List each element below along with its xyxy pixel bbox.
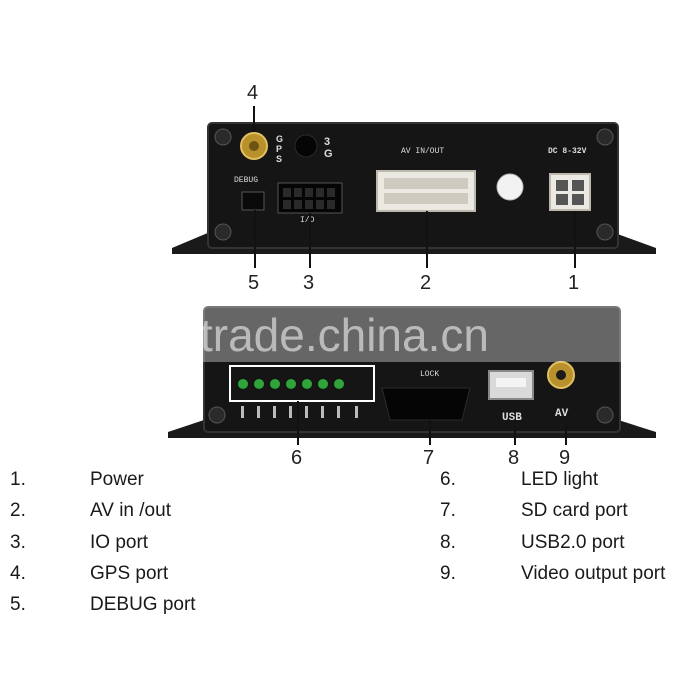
leader-line-4 xyxy=(253,106,255,132)
screw xyxy=(214,223,232,241)
legend-label: LED light xyxy=(521,469,599,490)
callout-1: 1 xyxy=(568,272,580,294)
led-light xyxy=(270,379,280,389)
av-in-out-pins xyxy=(384,178,468,204)
3g-silk-label: 3 G xyxy=(324,136,333,160)
callout-3: 3 xyxy=(303,272,315,294)
legend-item: 5. xyxy=(10,594,26,616)
leader-line-3 xyxy=(309,213,311,268)
3g-port xyxy=(294,134,318,158)
rear-panel xyxy=(168,306,656,438)
legend-item: 4. xyxy=(10,563,26,585)
usb-silk-label: USB xyxy=(502,412,522,424)
legend-label: USB2.0 port xyxy=(521,532,625,553)
led-light xyxy=(334,379,344,389)
callout-5: 5 xyxy=(248,272,260,294)
screw xyxy=(596,128,614,146)
legend-item: 2. xyxy=(10,500,26,522)
leader-line-8 xyxy=(514,426,516,445)
legend-number: 9. xyxy=(440,563,456,584)
callout-8: 8 xyxy=(508,447,520,469)
led-light xyxy=(286,379,296,389)
legend-number: 3. xyxy=(10,532,26,553)
leader-line-5 xyxy=(254,210,256,268)
led-light xyxy=(254,379,264,389)
screw xyxy=(596,406,614,424)
dc-pin xyxy=(572,180,584,191)
callout-7: 7 xyxy=(423,447,435,469)
leader-line-9 xyxy=(565,422,567,445)
watermark: trade.china.cn xyxy=(200,309,489,361)
led-highlight-box xyxy=(229,365,375,402)
legend-number: 4. xyxy=(10,563,26,584)
debug-silk-label: DEBUG xyxy=(234,176,259,185)
legend-label: Power xyxy=(90,469,144,490)
watermark-band xyxy=(196,304,626,362)
legend-item: 7. xyxy=(440,500,456,522)
legend-item: 3. xyxy=(10,532,26,554)
dc-silk-label: DC 8-32V xyxy=(548,147,587,156)
callout-2: 2 xyxy=(420,272,432,294)
av-in-out-port xyxy=(376,170,476,212)
dc-pin xyxy=(556,194,568,205)
screw xyxy=(208,406,226,424)
led-row xyxy=(238,379,344,389)
legend-number: 8. xyxy=(440,532,456,553)
av-output-pin xyxy=(556,370,566,380)
legend-label: AV in /out xyxy=(90,500,171,521)
av-silk-label: AV xyxy=(555,408,569,420)
callout-6: 6 xyxy=(291,447,303,469)
leader-line-7 xyxy=(429,420,431,445)
legend-item: 8. xyxy=(440,532,456,554)
legend-label: SD card port xyxy=(521,500,628,521)
legend-label: IO port xyxy=(90,532,149,553)
legend-item: 9. xyxy=(440,563,456,585)
callout-9: 9 xyxy=(559,447,571,469)
leader-line-6 xyxy=(297,401,299,445)
av-in-out-silk-label: AV IN/OUT xyxy=(401,147,445,156)
label-sticker xyxy=(496,173,524,201)
led-light xyxy=(302,379,312,389)
legend-number: 6. xyxy=(440,469,456,490)
legend-label: GPS port xyxy=(90,563,169,584)
front-panel xyxy=(172,122,656,254)
legend-number: 2. xyxy=(10,500,26,521)
legend-number: 7. xyxy=(440,500,456,521)
leader-line-2 xyxy=(426,211,428,268)
usb-port-tongue xyxy=(496,378,526,387)
led-labels xyxy=(241,406,358,418)
io-silk-label: I/O xyxy=(300,216,315,225)
callout-4: 4 xyxy=(247,82,259,104)
leader-line-1 xyxy=(574,212,576,268)
dc-pin xyxy=(572,194,584,205)
legend-number: 1. xyxy=(10,469,26,490)
legend-label: DEBUG port xyxy=(90,594,196,615)
io-port-pins xyxy=(283,188,335,209)
led-light xyxy=(318,379,328,389)
screw xyxy=(596,223,614,241)
gps-connector-pin xyxy=(249,141,259,151)
legend-number: 5. xyxy=(10,594,26,615)
legend-item: 1. xyxy=(10,469,26,491)
legend-item: 6. xyxy=(440,469,456,491)
debug-port xyxy=(241,191,265,211)
dc-pin xyxy=(556,180,568,191)
gps-silk-label: G P S xyxy=(276,134,284,164)
legend-label: Video output port xyxy=(521,563,666,584)
sd-card-slot xyxy=(381,387,471,421)
led-light xyxy=(238,379,248,389)
screw xyxy=(214,128,232,146)
lock-silk-label: LOCK xyxy=(420,370,440,379)
